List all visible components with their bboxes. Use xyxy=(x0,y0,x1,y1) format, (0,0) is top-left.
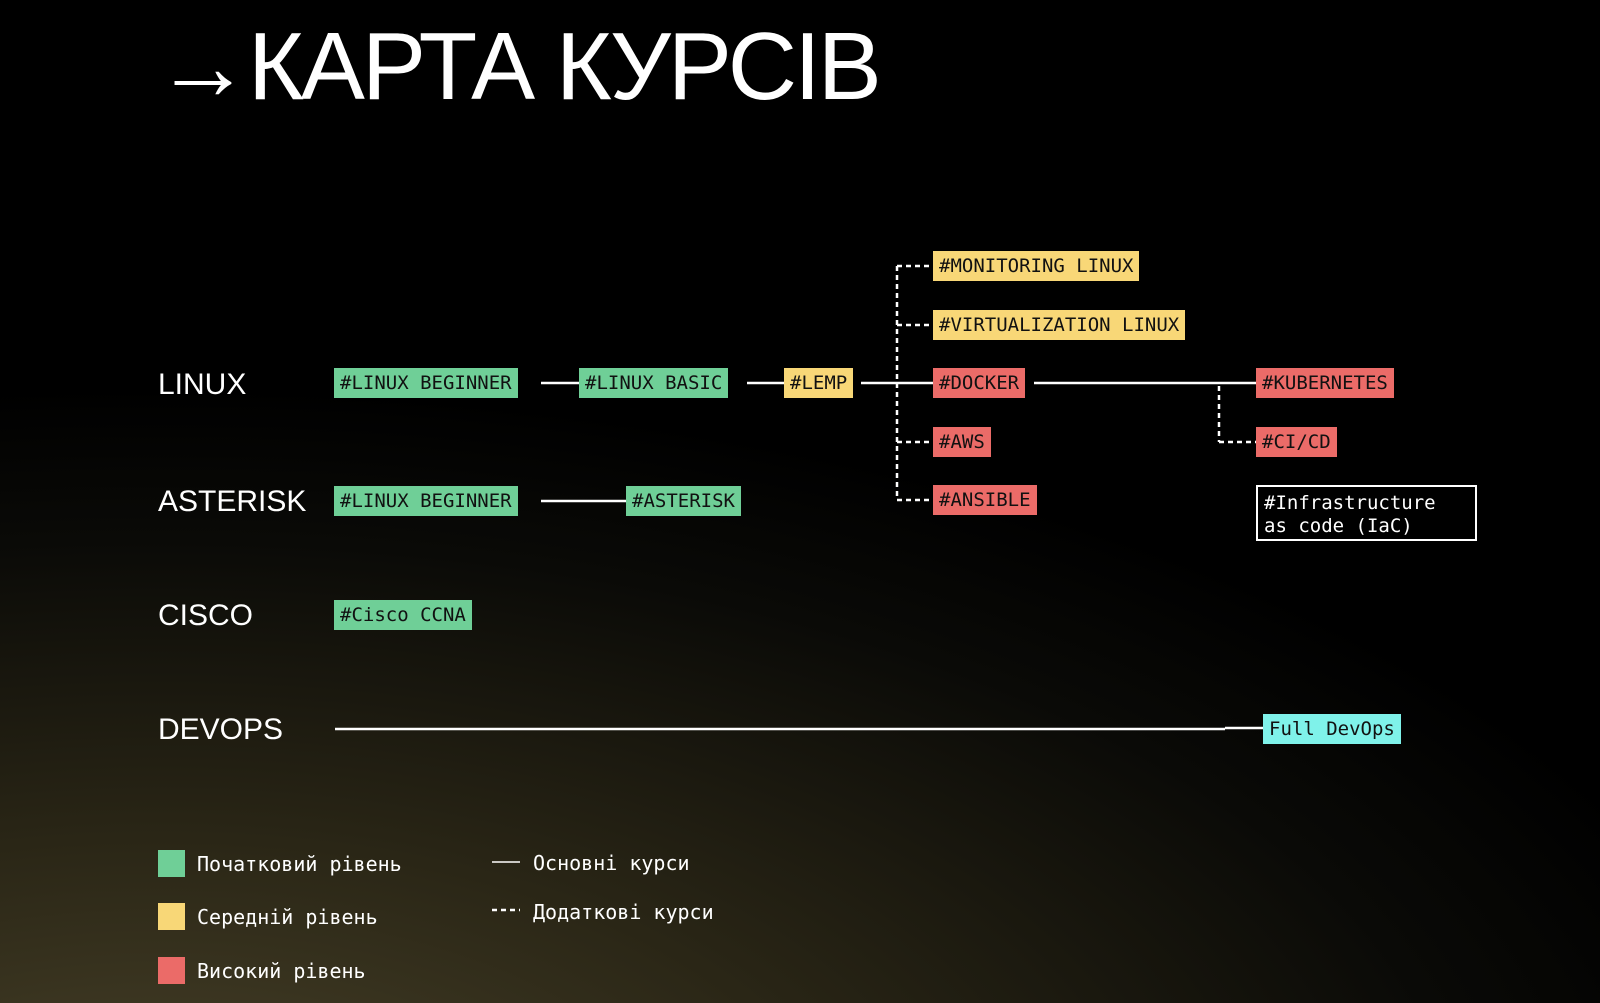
course-linux-basic[interactable]: #LINUX BASIC xyxy=(579,368,729,398)
course-cisco-ccna[interactable]: #Cisco CCNA xyxy=(334,600,472,630)
legend-main-courses-label: Основні курси xyxy=(533,851,690,875)
legend-beginner-label: Початковий рівень xyxy=(197,852,402,876)
course-kubernetes[interactable]: #KUBERNETES xyxy=(1256,368,1394,398)
legend-intermediate-label: Середній рівень xyxy=(197,905,378,929)
legend-swatch-advanced xyxy=(158,957,185,984)
track-devops: DEVOPS xyxy=(158,713,284,746)
course-monitoring-linux[interactable]: #MONITORING LINUX xyxy=(933,251,1140,281)
course-lemp[interactable]: #LEMP xyxy=(784,368,854,398)
course-docker[interactable]: #DOCKER xyxy=(933,368,1026,398)
course-infrastructure-as-code[interactable]: #Infrastructure as code (IaC) xyxy=(1256,485,1477,541)
page-title: →КАРТА КУРСІВ xyxy=(155,13,882,120)
track-linux: LINUX xyxy=(158,368,247,401)
course-asterisk[interactable]: #ASTERISK xyxy=(626,486,741,516)
course-ci-cd[interactable]: #CI/CD xyxy=(1256,427,1337,457)
legend-extra-courses-label: Додаткові курси xyxy=(533,900,714,924)
legend-swatch-intermediate xyxy=(158,903,185,930)
course-ansible[interactable]: #ANSIBLE xyxy=(933,485,1037,515)
course-full-devops[interactable]: Full DevOps xyxy=(1263,714,1401,744)
legend-advanced-label: Високий рівень xyxy=(197,959,366,983)
course-linux-beginner[interactable]: #LINUX BEGINNER xyxy=(334,368,518,398)
track-asterisk: ASTERISK xyxy=(158,485,307,518)
course-aws[interactable]: #AWS xyxy=(933,427,991,457)
course-linux-beginner-asterisk[interactable]: #LINUX BEGINNER xyxy=(334,486,518,516)
track-cisco: CISCO xyxy=(158,599,254,632)
course-virtualization-linux[interactable]: #VIRTUALIZATION LINUX xyxy=(933,310,1186,340)
legend-swatch-beginner xyxy=(158,850,185,877)
